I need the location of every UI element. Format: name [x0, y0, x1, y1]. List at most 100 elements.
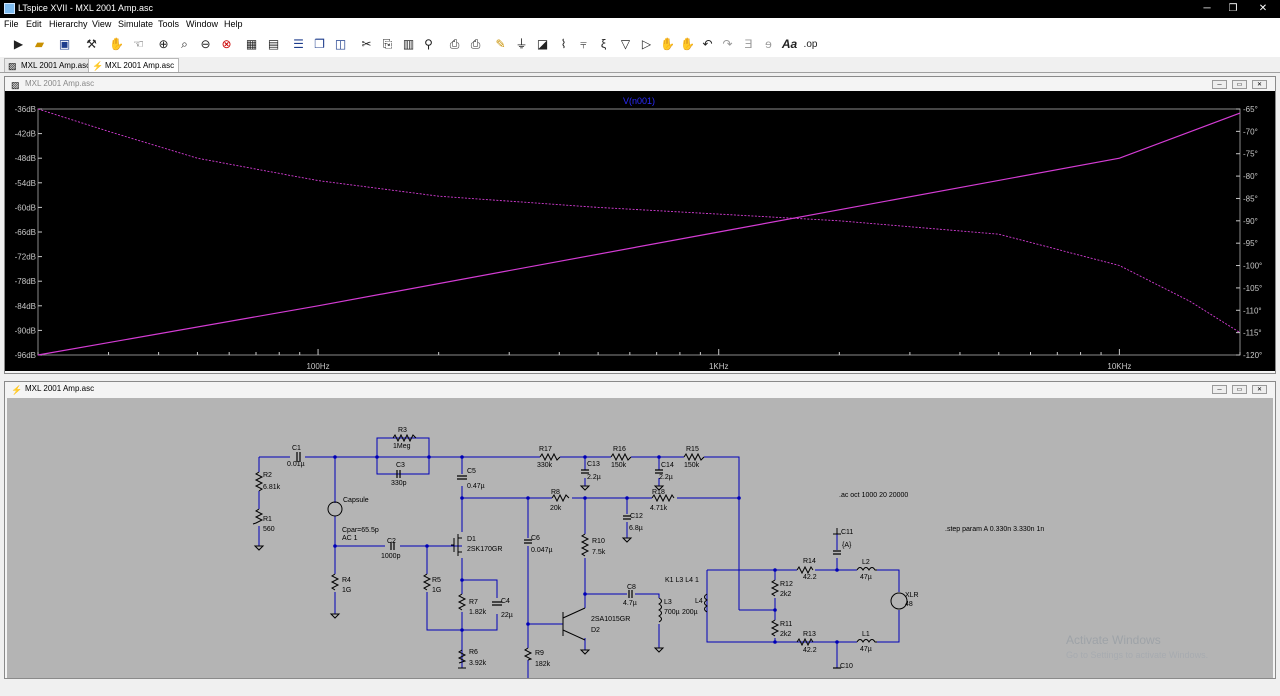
- y-right-tick-label: -110°: [1243, 306, 1262, 315]
- spice-directive-icon[interactable]: .op: [803, 39, 818, 50]
- label-r14: R14: [803, 558, 816, 565]
- directive-step[interactable]: .step param A 0.330n 3.330n 1n: [945, 526, 1044, 533]
- paste-icon[interactable]: ▥: [402, 37, 415, 51]
- find-icon[interactable]: ⚲: [424, 37, 433, 51]
- ground-symbols-2: [579, 485, 665, 655]
- component-icon[interactable]: ▷: [641, 37, 652, 51]
- grid-icon[interactable]: ▤: [267, 37, 280, 51]
- schematic-icon: ⚡: [11, 385, 23, 395]
- halt-icon[interactable]: ✋: [109, 37, 124, 51]
- capacitor-c13: [581, 469, 589, 474]
- label-c3-value: 330p: [391, 480, 407, 487]
- resistor-r13: [796, 637, 814, 647]
- resistor-r17: [539, 452, 561, 462]
- label-r6-value: 3.92k: [469, 660, 487, 667]
- panel-close-button[interactable]: ✕: [1252, 80, 1267, 89]
- zoom-full-icon[interactable]: ⌕: [181, 37, 188, 51]
- label-c11-value: {A}: [842, 542, 852, 549]
- plot-background: [5, 91, 1275, 371]
- label-r17-value: 330k: [537, 462, 553, 469]
- menu-edit[interactable]: Edit: [26, 19, 42, 29]
- panel-close-button[interactable]: ✕: [1252, 385, 1267, 394]
- ltspice-app-icon: [4, 3, 15, 14]
- tile-horizontal-icon[interactable]: ☰: [293, 37, 304, 51]
- rotate-icon[interactable]: Ǝ: [744, 37, 753, 51]
- resistor-r4: [330, 573, 340, 591]
- maximize-button[interactable]: ❐: [1228, 3, 1238, 14]
- y-left-tick-label: -42dB: [15, 130, 36, 139]
- redo-icon[interactable]: ↷: [722, 37, 733, 51]
- panel-restore-button[interactable]: ▭: [1232, 385, 1247, 394]
- diode-icon[interactable]: ▽: [620, 37, 631, 51]
- cut-icon[interactable]: ✂: [361, 37, 372, 51]
- tab-schematic[interactable]: ⚡ MXL 2001 Amp.asc: [88, 58, 180, 72]
- drag-icon[interactable]: ✋: [680, 37, 695, 51]
- label-l2: L2: [862, 559, 870, 566]
- control-panel-icon[interactable]: ⚒: [86, 37, 97, 51]
- tab-label: MXL 2001 Amp.asc: [21, 61, 91, 70]
- pan-icon[interactable]: ☜: [133, 37, 144, 51]
- label-r2: R2: [263, 472, 272, 479]
- resistor-icon[interactable]: ⌇: [560, 37, 567, 51]
- zoom-out-icon[interactable]: ⊖: [200, 37, 211, 51]
- menu-help[interactable]: Help: [224, 19, 243, 29]
- label-ac1: AC 1: [342, 535, 358, 542]
- label-r12: R12: [780, 581, 793, 588]
- label-c2: C2: [387, 538, 396, 545]
- mirror-icon[interactable]: ɘ: [765, 37, 772, 51]
- run-icon[interactable]: ▶: [13, 37, 24, 51]
- autorange-icon[interactable]: ▦: [245, 37, 258, 51]
- label-r12-value: 2k2: [780, 591, 791, 598]
- ground-icon[interactable]: ⏚: [515, 37, 528, 51]
- label-c13-value: 2.2µ: [587, 474, 601, 481]
- directive-ac[interactable]: .ac oct 1000 20 20000: [839, 492, 908, 499]
- label-xlr: XLR: [905, 592, 919, 599]
- label-c2-value: 1000p: [381, 553, 401, 560]
- label-c6: C6: [531, 535, 540, 542]
- tile-vertical-icon[interactable]: ◫: [334, 37, 347, 51]
- move-icon[interactable]: ✋: [660, 37, 675, 51]
- inductor-l4: [704, 593, 708, 613]
- panel-minimize-button[interactable]: ─: [1212, 385, 1227, 394]
- waveform-icon: ▨: [8, 61, 17, 71]
- menu-view[interactable]: View: [92, 19, 112, 29]
- menu-window[interactable]: Window: [186, 19, 219, 29]
- resistor-r3: [392, 433, 417, 443]
- trace-label[interactable]: V(n001): [623, 96, 655, 106]
- label-r6: R6: [469, 649, 478, 656]
- label-r7: R7: [469, 599, 478, 606]
- menu-tools[interactable]: Tools: [158, 19, 180, 29]
- resistors: [252, 433, 814, 664]
- minimize-button[interactable]: ─: [1203, 3, 1211, 14]
- text-icon[interactable]: Aa: [781, 37, 798, 51]
- label-r10: R10: [592, 538, 605, 545]
- save-icon[interactable]: ▣: [58, 37, 71, 51]
- capacitor-c2: [390, 542, 395, 550]
- open-icon[interactable]: ▰: [34, 37, 45, 51]
- inductor-l2: [856, 567, 877, 571]
- print-setup-icon[interactable]: ⎙: [470, 37, 481, 51]
- resistor-r12: [770, 579, 780, 597]
- label-r3-value: 1Meg: [393, 443, 411, 450]
- zoom-cancel-icon[interactable]: ⊗: [221, 37, 232, 51]
- wire-icon[interactable]: ✎: [495, 37, 506, 51]
- plot-traces: [37, 108, 1241, 356]
- schematic-canvas[interactable]: R3 1Meg C3 330p C1 0.01µ R2 6.81k R1 560…: [7, 398, 1273, 678]
- print-icon[interactable]: ⎙: [449, 37, 460, 51]
- copy-icon[interactable]: ⎘: [382, 37, 393, 51]
- close-button[interactable]: ✕: [1258, 3, 1268, 14]
- zoom-in-icon[interactable]: ⊕: [158, 37, 169, 51]
- inductor-icon[interactable]: ξ: [600, 37, 607, 51]
- menu-file[interactable]: File: [4, 19, 19, 29]
- y-right-tick-label: -120°: [1243, 351, 1262, 360]
- panel-minimize-button[interactable]: ─: [1212, 80, 1227, 89]
- cascade-icon[interactable]: ❐: [314, 37, 325, 51]
- tab-plot[interactable]: ▨ MXL 2001 Amp.asc: [4, 58, 96, 72]
- menu-hierarchy[interactable]: Hierarchy: [49, 19, 88, 29]
- undo-icon[interactable]: ↶: [702, 37, 713, 51]
- label-icon[interactable]: ◪: [536, 37, 549, 51]
- capacitor-icon[interactable]: ⫧: [580, 37, 587, 51]
- panel-restore-button[interactable]: ▭: [1232, 80, 1247, 89]
- menu-simulate[interactable]: Simulate: [118, 19, 154, 29]
